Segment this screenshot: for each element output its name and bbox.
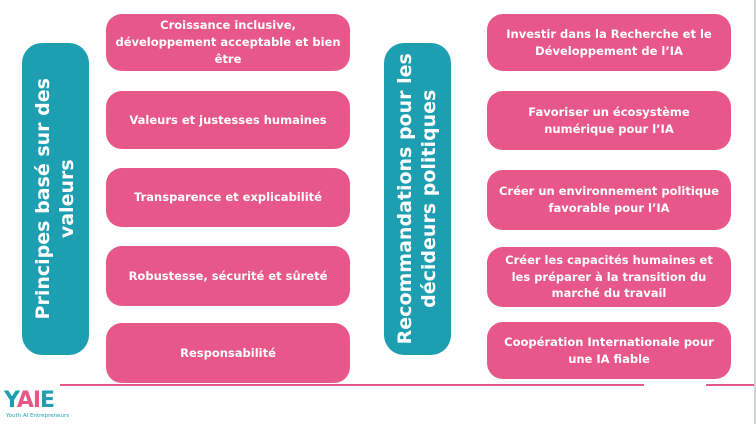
logo-letter-ai: AI [16, 388, 41, 413]
left-panel-title-line1: Principes basé sur des [31, 78, 54, 320]
right-panel-title-line2: décideurs politiques [417, 89, 440, 309]
right-item: Investir dans la Recherche et le Dévelop… [487, 14, 731, 71]
left-item: Responsabilité [106, 323, 350, 383]
left-item: Robustesse, sécurité et sûreté [106, 246, 350, 306]
logo-subtitle: Youth AI Entrepreneurs [6, 413, 70, 419]
left-item: Croissance inclusive, développement acce… [106, 14, 350, 71]
right-panel-title-box: Recommandations pour les décideurs polit… [384, 43, 451, 355]
right-item: Créer un environnement politique favorab… [487, 170, 731, 230]
right-item: Coopération Internationale pour une IA f… [487, 322, 731, 379]
footer-divider-gap [644, 384, 706, 386]
yaie-logo: YAIE Youth AI Entrepreneurs [2, 388, 74, 422]
footer-divider [60, 384, 754, 386]
right-item: Favoriser un écosystème numérique pour l… [487, 91, 731, 150]
left-panel-title: Principes basé sur des valeurs [32, 78, 80, 319]
left-panel-title-line2: valeurs [55, 159, 78, 239]
right-panel-title: Recommandations pour les décideurs polit… [394, 53, 442, 344]
left-panel-title-box: Principes basé sur des valeurs [22, 43, 89, 355]
left-item: Valeurs et justesses humaines [106, 91, 350, 149]
logo-letters: YAIE [4, 388, 55, 413]
left-item: Transparence et explicabilité [106, 168, 350, 227]
logo-letter-y: Y [4, 388, 18, 413]
right-panel-title-line1: Recommandations pour les [393, 53, 416, 345]
right-item: Créer les capacités humaines et les prép… [487, 247, 731, 307]
logo-letter-e: E [40, 388, 55, 413]
